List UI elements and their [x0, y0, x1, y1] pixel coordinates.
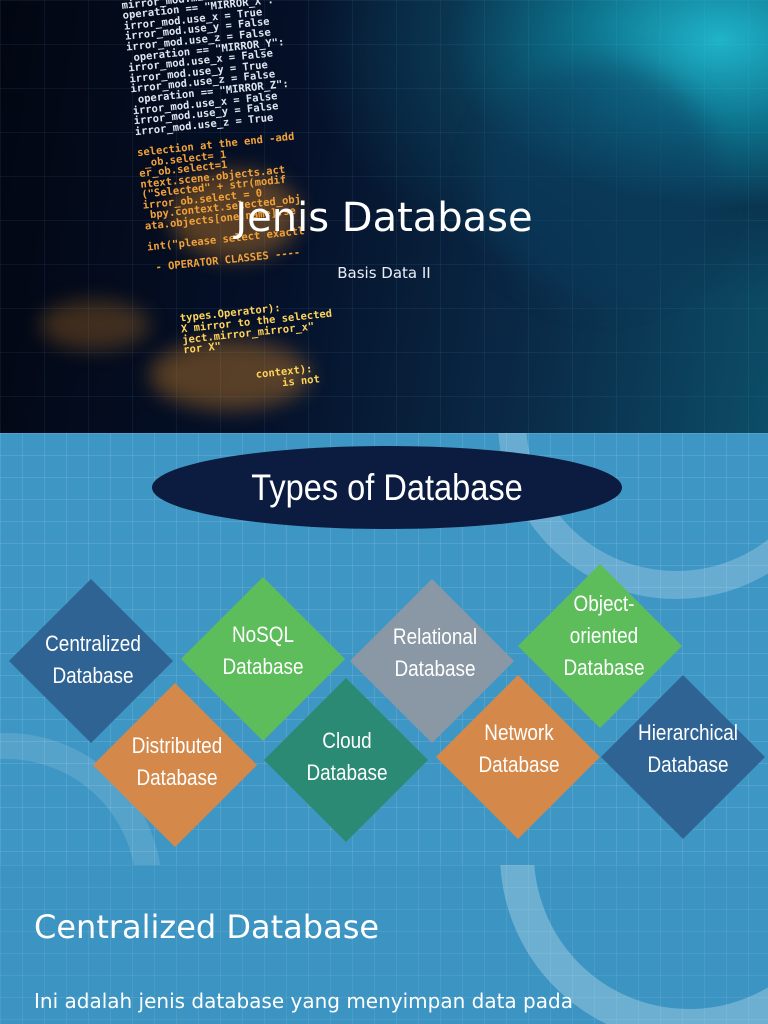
slide-subtitle: Basis Data II	[337, 264, 431, 282]
title-slide: object to mirror_obmirror_mod.mirror_obj…	[0, 0, 768, 433]
background-haze	[480, 60, 720, 300]
centralized-slide: Centralized Database Ini adalah jenis da…	[0, 865, 768, 1024]
label-centralized: Centralized Database	[45, 631, 141, 688]
types-heading: Types of Database	[251, 467, 523, 508]
code-glow	[170, 170, 300, 260]
label-relational: Relational Database	[392, 624, 478, 681]
label-network: Network Database	[478, 720, 560, 777]
code-glow	[150, 340, 310, 410]
section-title: Centralized Database	[34, 908, 380, 946]
heading-oval	[152, 446, 622, 529]
types-slide: Types of Database Centralized Database N…	[0, 433, 768, 865]
section-body: Ini adalah jenis database yang menyimpan…	[34, 989, 573, 1013]
label-nosql: NoSQL Database	[222, 622, 304, 679]
code-glow	[40, 300, 150, 350]
label-cloud: Cloud Database	[306, 728, 388, 785]
label-object-oriented: Object- oriented Database	[563, 591, 645, 680]
label-distributed: Distributed Database	[131, 733, 223, 790]
slide-title: Jenis Database	[235, 195, 533, 241]
label-hierarchical: Hierarchical Database	[638, 720, 738, 777]
background-grid	[0, 0, 768, 433]
